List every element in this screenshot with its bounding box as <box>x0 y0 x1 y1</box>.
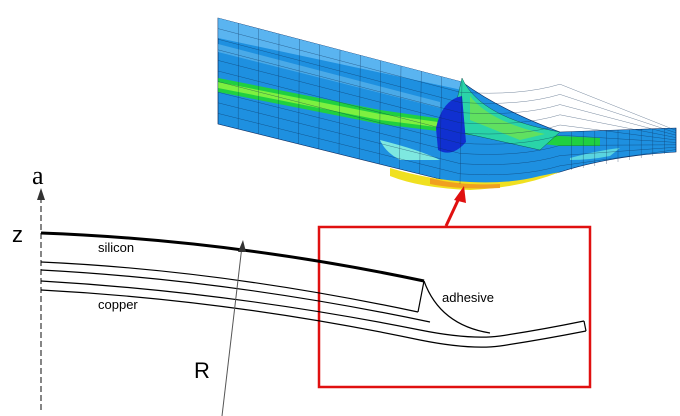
fem-fillet-green <box>470 96 545 140</box>
radius-label: R <box>194 358 210 383</box>
copper-bottom-edge <box>40 289 587 348</box>
schematic <box>37 188 587 416</box>
silicon-end <box>417 280 425 313</box>
copper-label: copper <box>98 297 138 312</box>
panel-label: a <box>32 161 44 190</box>
fem-bottom-stress-orange <box>430 178 500 189</box>
radius-line <box>221 245 243 416</box>
fem-stress-contour <box>217 17 677 190</box>
radius-arrowhead <box>238 240 246 252</box>
mesh-line <box>217 113 677 175</box>
z-axis-arrowhead <box>37 188 45 200</box>
fem-bottom-stress <box>390 168 560 190</box>
mesh-line <box>217 92 677 155</box>
silicon-top-edge <box>40 231 425 283</box>
adhesive-fillet-curve <box>423 280 491 334</box>
mesh-line <box>217 102 677 165</box>
fem-compression-zone <box>436 96 466 153</box>
silicon-bottom-edge <box>40 261 419 313</box>
mesh-line <box>217 39 677 133</box>
mesh-line <box>217 70 677 141</box>
zoom-highlight-box <box>317 225 592 389</box>
silicon-label: silicon <box>98 240 134 255</box>
z-axis-label: z <box>12 222 23 247</box>
adhesive-label: adhesive <box>442 290 494 305</box>
fem-mesh-lines <box>217 18 677 185</box>
mesh-line <box>217 28 677 131</box>
mesh-line <box>217 81 677 145</box>
mesh-line <box>439 76 442 180</box>
mesh-line <box>217 60 677 138</box>
mesh-line <box>419 71 422 175</box>
zoom-arrow <box>444 186 466 227</box>
fem-upper-band-2 <box>218 44 440 108</box>
copper-end <box>583 320 587 332</box>
mesh-line <box>217 49 677 136</box>
copper-top-edge <box>40 280 585 338</box>
adhesive-top-edge <box>40 269 431 323</box>
